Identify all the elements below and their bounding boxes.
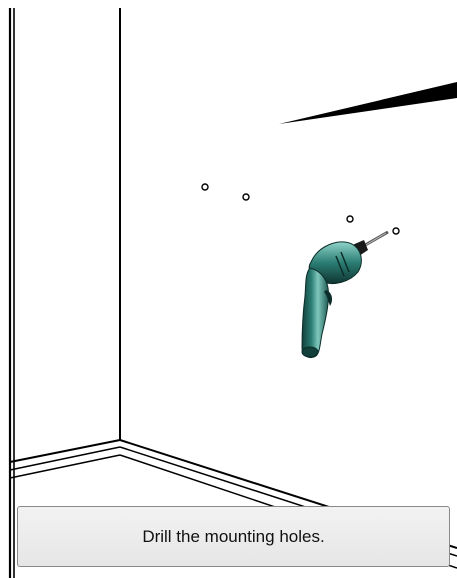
power-drill-icon	[301, 230, 389, 359]
hole-markers	[201, 183, 400, 235]
instruction-caption-panel: Drill the mounting holes.	[17, 506, 450, 567]
instruction-caption: Drill the mounting holes.	[142, 526, 325, 546]
ring-marker-icon	[242, 193, 250, 201]
shelf-shadow-wedge	[279, 82, 457, 124]
ring-marker-icon	[392, 227, 400, 235]
ring-marker-icon	[201, 183, 209, 191]
ring-marker-icon	[346, 215, 354, 223]
left-wall-edge	[8, 8, 15, 578]
left-baseboard	[9, 439, 121, 479]
